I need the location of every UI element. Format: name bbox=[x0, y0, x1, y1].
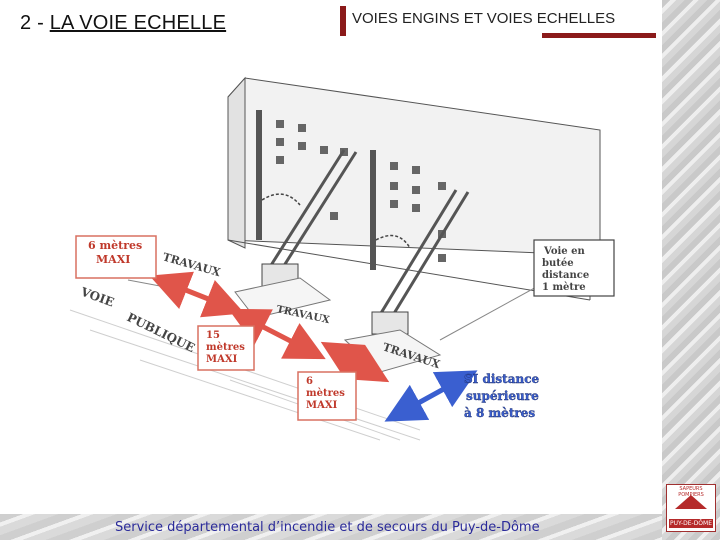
box-6m-bottom-line1: 6 bbox=[306, 376, 313, 387]
box-voie-en-butee bbox=[533, 239, 615, 297]
label-travaux-1: TRAVAUX bbox=[161, 250, 222, 279]
slide-title: 2 - LA VOIE ECHELLE bbox=[20, 12, 226, 35]
rotation-arrow-left bbox=[261, 193, 301, 206]
box-6m-top bbox=[75, 235, 157, 279]
rotation-arrow-right bbox=[375, 234, 411, 249]
title-prefix: 2 - bbox=[20, 12, 50, 34]
ladder-left bbox=[266, 149, 358, 273]
header-accent-bar bbox=[340, 6, 346, 36]
metal-texture-right bbox=[662, 0, 720, 540]
logo-band-text: PUY-DE-DÔME bbox=[669, 519, 713, 528]
leader-line-left bbox=[127, 279, 161, 287]
note-line2: supérieure bbox=[466, 389, 539, 403]
box-6m-top-line2: MAXI bbox=[96, 253, 130, 266]
metal-texture-bottom bbox=[0, 514, 662, 540]
box-butee-line3: distance bbox=[542, 270, 589, 281]
box-6m-bottom-line2: mètres bbox=[306, 388, 345, 399]
box-15m-line3: MAXI bbox=[206, 354, 238, 365]
slide-subtitle: VOIES ENGINS ET VOIES ECHELLES bbox=[352, 10, 616, 27]
label-travaux-2: TRAVAUX bbox=[275, 304, 330, 326]
dimension-arrow-6m-top bbox=[149, 271, 245, 318]
box-butee-line2: butée bbox=[542, 258, 574, 269]
distance-arrow-blue bbox=[384, 370, 478, 422]
box-6m-top-line1: 6 mètres bbox=[88, 239, 142, 252]
logo-roof-icon bbox=[675, 495, 707, 509]
title-main: LA VOIE ECHELLE bbox=[49, 12, 227, 34]
building bbox=[227, 76, 601, 301]
box-butee-line1: Voie en bbox=[543, 246, 586, 257]
note-line3: à 8 mètres bbox=[464, 406, 535, 420]
box-15m bbox=[197, 325, 255, 371]
ladder-right bbox=[376, 189, 470, 321]
dimension-arrow-6m-bottom bbox=[320, 341, 390, 383]
sdis-logo: SAPEURS POMPIERS PUY-DE-DÔME bbox=[666, 484, 716, 532]
footer-text: Service départemental d’incendie et de s… bbox=[115, 520, 540, 535]
box-6m-bottom bbox=[297, 371, 357, 421]
header-accent-line bbox=[542, 33, 656, 38]
fire-engine-right bbox=[371, 311, 409, 335]
note-line1: SI distance bbox=[464, 372, 540, 386]
box-15m-line2: mètres bbox=[206, 342, 245, 353]
box-6m-bottom-line3: MAXI bbox=[306, 400, 338, 411]
label-voie: VOIE bbox=[78, 284, 116, 309]
box-butee-line4: 1 mètre bbox=[542, 282, 586, 293]
box-15m-line1: 15 bbox=[206, 330, 220, 341]
leader-line-right bbox=[439, 284, 541, 341]
dimension-arrow-15m bbox=[228, 308, 326, 360]
